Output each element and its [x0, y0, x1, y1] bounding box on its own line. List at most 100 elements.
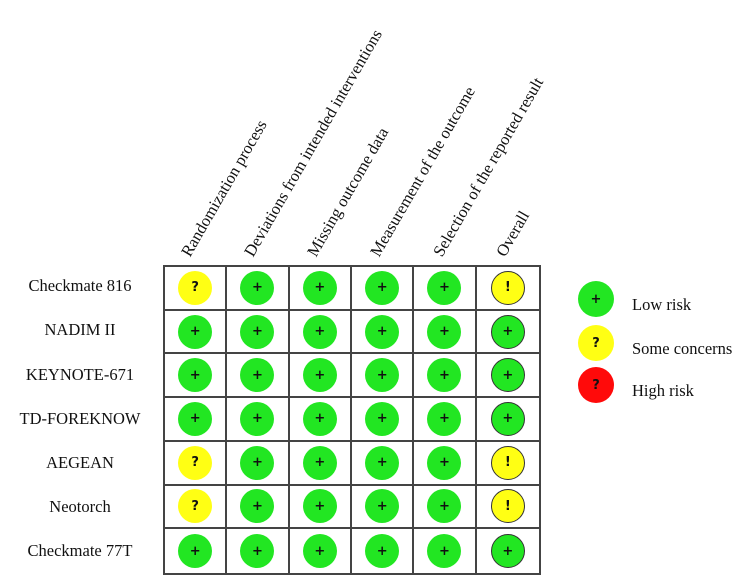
plus-icon: + [427, 314, 462, 349]
grid-cell: + [414, 441, 477, 486]
grid-cell: + [227, 485, 290, 530]
exclamation-icon: ! [490, 270, 525, 305]
plus-icon: + [365, 489, 400, 524]
grid-cell: ! [476, 267, 539, 311]
study-label: KEYNOTE-671 [25, 364, 135, 384]
plus-icon: + [490, 401, 525, 436]
plus-icon: + [302, 445, 337, 480]
grid-cell: + [351, 267, 415, 311]
grid-cell: + [289, 310, 352, 355]
plus-icon: + [178, 401, 213, 436]
grid-cell: + [227, 441, 290, 486]
grid-cell: + [352, 529, 415, 573]
grid-cell: + [414, 310, 477, 355]
exclamation-icon: ! [490, 445, 525, 480]
high-risk-icon: ? [578, 367, 614, 403]
grid-cell: + [227, 354, 290, 399]
grid-cell: + [289, 398, 352, 442]
legend-label: High risk [632, 381, 694, 400]
plus-icon: + [178, 358, 213, 393]
grid-cell: + [290, 529, 352, 573]
plus-icon: + [365, 534, 400, 569]
plus-icon: + [490, 358, 525, 393]
plus-icon: + [427, 401, 462, 436]
study-label: NADIM II [44, 320, 116, 340]
grid-cell: + [414, 354, 477, 399]
grid-cell: + [289, 485, 352, 530]
question-icon: ? [178, 445, 213, 480]
column-header: Overall [491, 207, 533, 260]
grid-cell: + [227, 529, 290, 573]
risk-of-bias-grid: ? + + + +! + + + + + + + + + + + + + + + + + +? + + + +!? + + + +! + + + +… [163, 265, 541, 575]
grid-cell: + [351, 398, 415, 442]
plus-icon: + [365, 270, 400, 305]
grid-cell: + [414, 529, 477, 573]
plus-icon: + [427, 534, 462, 569]
grid-cell: ? [165, 267, 228, 311]
column-header: Selection of the reported result [428, 74, 547, 260]
grid-cell: + [476, 354, 539, 399]
grid-cell: + [477, 529, 539, 573]
grid-cell: + [165, 529, 228, 573]
plus-icon: + [490, 534, 525, 569]
plus-icon: + [178, 534, 213, 569]
grid-cell: + [414, 485, 477, 530]
plus-icon: + [427, 270, 462, 305]
legend-label: Some concerns [632, 339, 733, 358]
plus-icon: + [240, 401, 275, 436]
grid-cell: + [165, 310, 228, 355]
grid-cell: + [227, 267, 290, 311]
plus-icon: + [427, 358, 462, 393]
study-label: Checkmate 77T [27, 541, 133, 561]
plus-icon: + [302, 534, 337, 569]
plus-icon: + [365, 314, 400, 349]
column-header: Measurement of the outcome [365, 83, 479, 260]
plus-icon: + [365, 401, 400, 436]
plus-icon: + [490, 314, 525, 349]
grid-cell: + [476, 311, 539, 355]
plus-icon: + [240, 314, 275, 349]
grid-cell: + [227, 310, 290, 355]
plus-icon: + [427, 445, 462, 480]
grid-cell: ? [165, 485, 228, 530]
grid-cell: + [289, 441, 352, 486]
grid-cell: + [165, 398, 228, 442]
grid-cell: + [227, 398, 290, 442]
study-label: TD-FOREKNOW [19, 408, 141, 428]
plus-icon: + [427, 489, 462, 524]
study-label: AEGEAN [46, 452, 114, 472]
plus-icon: + [302, 401, 337, 436]
some-concerns-icon: ? [578, 325, 614, 361]
legend-label: Low risk [632, 295, 692, 314]
study-label: Checkmate 816 [28, 276, 132, 296]
grid-cell: + [351, 485, 415, 530]
plus-icon: + [365, 358, 400, 393]
plus-icon: + [302, 489, 337, 524]
low-risk-icon: + [578, 281, 614, 317]
grid-cell: + [476, 398, 539, 442]
plus-icon: + [178, 314, 213, 349]
plus-icon: + [302, 358, 337, 393]
grid-cell: ! [476, 442, 539, 486]
grid-cell: + [289, 267, 352, 311]
question-icon: ? [178, 270, 213, 305]
plus-icon: + [240, 270, 275, 305]
exclamation-icon: ! [490, 489, 525, 524]
plus-icon: + [302, 270, 337, 305]
grid-cell: ? [165, 441, 228, 486]
grid-cell: + [351, 354, 415, 399]
grid-cell: + [414, 267, 477, 311]
study-label: Neotorch [49, 497, 111, 517]
plus-icon: + [302, 314, 337, 349]
grid-cell: + [289, 354, 352, 399]
question-icon: ? [178, 489, 213, 524]
grid-cell: ! [476, 486, 539, 530]
grid-cell: + [165, 354, 228, 399]
plus-icon: + [240, 489, 275, 524]
plus-icon: + [240, 445, 275, 480]
plus-icon: + [365, 445, 400, 480]
grid-cell: + [414, 398, 477, 442]
plus-icon: + [240, 358, 275, 393]
grid-cell: + [351, 441, 415, 486]
grid-cell: + [351, 310, 415, 355]
